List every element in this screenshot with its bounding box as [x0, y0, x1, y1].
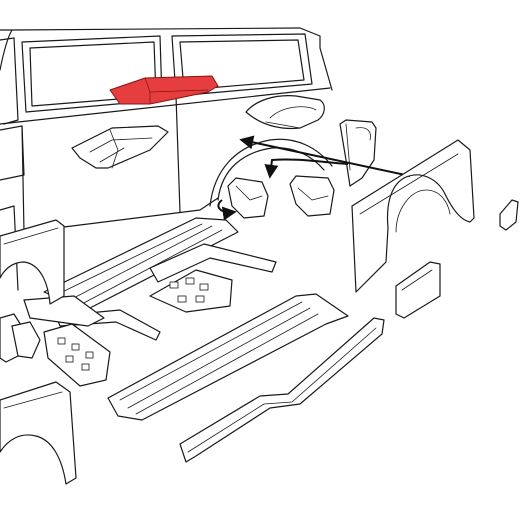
long-floor-panel-part: [107, 293, 349, 421]
lower-corner-piece-part: [395, 261, 441, 319]
small-corner-bracket-part: [499, 199, 519, 231]
arrow-mid: [264, 158, 349, 179]
rear-quarter-panel-part: [351, 139, 475, 293]
right-arch-bracket: [289, 175, 335, 217]
wheel-tub-top-part: [245, 95, 325, 130]
curved-closing-panel-part: [339, 119, 377, 187]
left-front-panel-part: [0, 219, 65, 305]
arrow-small: [217, 199, 237, 221]
front-side-window: [171, 33, 313, 97]
perforated-bracket-left: [43, 323, 111, 387]
inner-wheel-box-part: [71, 125, 169, 169]
red-floor-panel-highlight[interactable]: [109, 75, 219, 105]
perforated-bracket-center: [149, 269, 233, 313]
van-body: [0, 27, 333, 301]
arrow-long: [239, 135, 411, 177]
floor-crossmember-assembly: [23, 217, 277, 341]
sill-rocker-part: [179, 317, 385, 463]
left-edge-brackets: [0, 313, 41, 363]
assembly-arrows: [217, 135, 411, 221]
front-wheel-arch-panel-part: [0, 381, 77, 485]
